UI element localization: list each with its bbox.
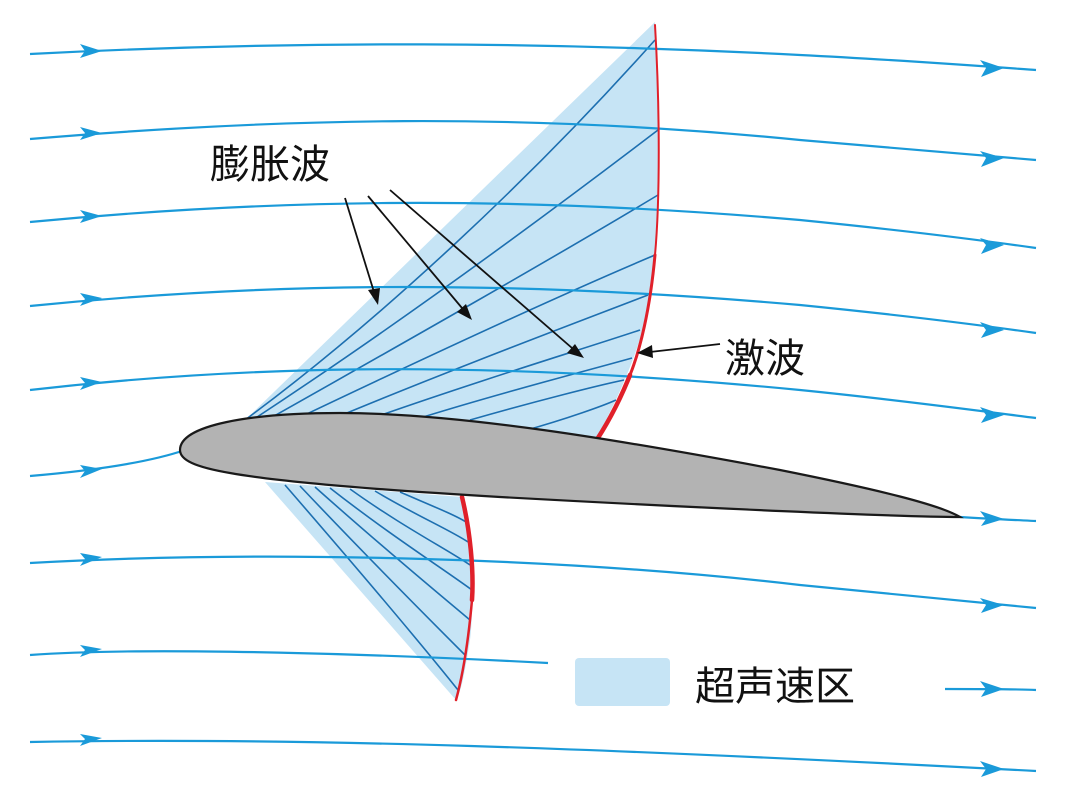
- pointer-line: [389, 189, 573, 349]
- flow-arrow-icon: [80, 734, 102, 746]
- legend-label-supersonic: 超声速区: [695, 664, 855, 710]
- flow-arrow-icon: [80, 293, 102, 306]
- shock-wave-label: 激波: [725, 336, 805, 382]
- expansion-line: [329, 487, 473, 591]
- streamline: [29, 739, 1037, 773]
- expansion-line: [299, 485, 466, 656]
- upper-supersonic-region: [240, 22, 659, 447]
- expansion-line: [289, 254, 656, 423]
- flow-arrow-icon: [80, 210, 102, 223]
- flow-arrow-icon: [980, 511, 1004, 526]
- expansion-line: [284, 484, 459, 691]
- flow-arrow-icon: [80, 377, 102, 390]
- legend: 超声速区: [575, 658, 855, 710]
- flow-arrow-icon: [80, 645, 102, 657]
- pointer-arrowhead-icon: [567, 344, 584, 358]
- streamline: [29, 119, 1037, 162]
- streamline: [29, 650, 549, 665]
- pointer-arrowhead-icon: [457, 304, 472, 320]
- flow-arrow-icon: [980, 681, 1004, 697]
- flow-arrow-icon: [980, 761, 1004, 777]
- lower-supersonic-region: [265, 482, 473, 700]
- shock-wave-pointer: [637, 343, 721, 358]
- expansion-line: [519, 399, 617, 433]
- flow-arrow-icon: [980, 238, 1004, 254]
- pointer-arrowhead-icon: [637, 345, 653, 358]
- streamline: [29, 555, 1037, 610]
- streamline: [29, 43, 1037, 72]
- upper-shock-wave: [628, 253, 657, 377]
- flow-arrow-icon: [80, 553, 102, 566]
- flow-arrow-icon: [980, 60, 1004, 77]
- expansion-line: [259, 194, 659, 425]
- lower-shock-wave: [454, 598, 474, 702]
- flow-arrow-icon: [80, 44, 102, 58]
- streamline: [29, 285, 1037, 335]
- expansion-line: [247, 129, 659, 424]
- expansion-line: [374, 490, 469, 543]
- streamline: [29, 448, 186, 478]
- pointer-arrowhead-icon: [368, 288, 380, 305]
- flow-arrow-icon: [980, 322, 1004, 338]
- flow-arrow-icon: [80, 127, 102, 140]
- expansion-line: [399, 491, 467, 523]
- expansion-line: [329, 294, 649, 421]
- expansion-line: [369, 329, 641, 420]
- flow-arrow-icon: [80, 465, 102, 478]
- expansion-line: [469, 379, 625, 421]
- lower-shock-wave: [459, 494, 475, 603]
- pointer-line: [649, 343, 721, 353]
- streamline: [29, 201, 1037, 250]
- flow-arrow-icon: [980, 407, 1004, 423]
- flow-direction-arrows: [80, 44, 1004, 777]
- expansion-line: [419, 357, 633, 419]
- expansion-wave-pointers: [344, 189, 584, 358]
- expansion-line: [314, 486, 471, 621]
- flow-arrow-icon: [980, 151, 1004, 167]
- pointer-line: [344, 197, 375, 293]
- legend-swatch-supersonic: [575, 658, 670, 706]
- airfoil: [178, 411, 964, 519]
- flow-arrow-icon: [980, 598, 1004, 613]
- pointer-line: [367, 195, 463, 309]
- upper-shock-wave: [654, 24, 660, 256]
- expansion-waves-label: 膨胀波: [210, 142, 330, 188]
